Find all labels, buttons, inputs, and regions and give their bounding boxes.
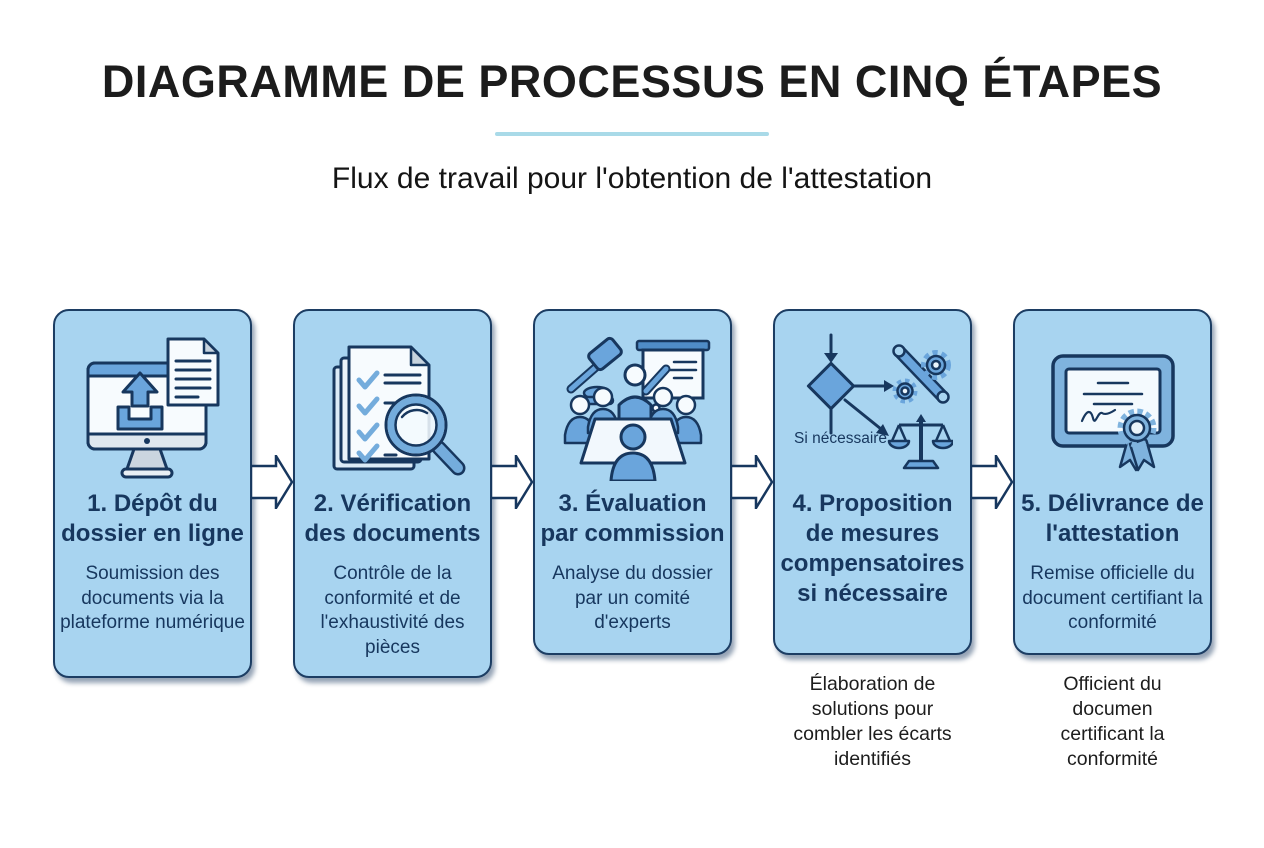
- title-underline: [495, 132, 769, 136]
- step-card-5: 5. Délivrance de l'attestation Remise of…: [1013, 309, 1212, 655]
- block-arrow-right-icon: [731, 455, 773, 509]
- step-card-2: 2. Vérification des documents Contrôle d…: [293, 309, 492, 678]
- diagram-header: DIAGRAMME DE PROCESSUS EN CINQ ÉTAPES Fl…: [0, 0, 1264, 196]
- step-title: 1. Dépôt du dossier en ligne: [61, 490, 244, 547]
- decision-label: Si nécessaire: [794, 430, 887, 447]
- page-title: DIAGRAMME DE PROCESSUS EN CINQ ÉTAPES: [101, 56, 1163, 107]
- step-caption-5: Officient du documen certificant la conf…: [1060, 673, 1165, 770]
- step-card-3: 3. Évaluation par commission Analyse du …: [533, 309, 732, 655]
- step-description: Contrôle de la conformité et de l'exhaus…: [320, 563, 465, 659]
- step-description: Analyse du dossier par un comité d'exper…: [552, 563, 713, 634]
- step-card-1: 1. Dépôt du dossier en ligne Soumission …: [53, 309, 252, 678]
- block-arrow-right-icon: [251, 455, 293, 509]
- step-title: 3. Évaluation par commission: [540, 490, 725, 547]
- step-card-4: Si nécessaire 4. Proposition d: [773, 309, 972, 655]
- committee-meeting-icon: [563, 336, 710, 481]
- step-caption-4: Élaboration de solutions pour combler le…: [793, 673, 952, 770]
- computer-upload-icon: [86, 337, 219, 479]
- step-title: 2. Vérification des documents: [304, 490, 481, 547]
- step-description: Soumission des documents via la platefor…: [60, 563, 245, 634]
- step-description: Remise officielle du document certifiant…: [1022, 563, 1203, 634]
- page-subtitle: Flux de travail pour l'obtention de l'at…: [331, 162, 933, 195]
- decision-tools-scales-icon: Si nécessaire: [794, 333, 953, 470]
- step-title: 5. Délivrance de l'attestation: [1021, 490, 1204, 547]
- block-arrow-right-icon: [491, 455, 533, 509]
- documents-magnifier-icon: [332, 345, 465, 476]
- block-arrow-right-icon: [971, 455, 1013, 509]
- certificate-seal-icon: [1050, 354, 1175, 472]
- step-title: 4. Proposition de mesures compensatoires…: [780, 490, 965, 607]
